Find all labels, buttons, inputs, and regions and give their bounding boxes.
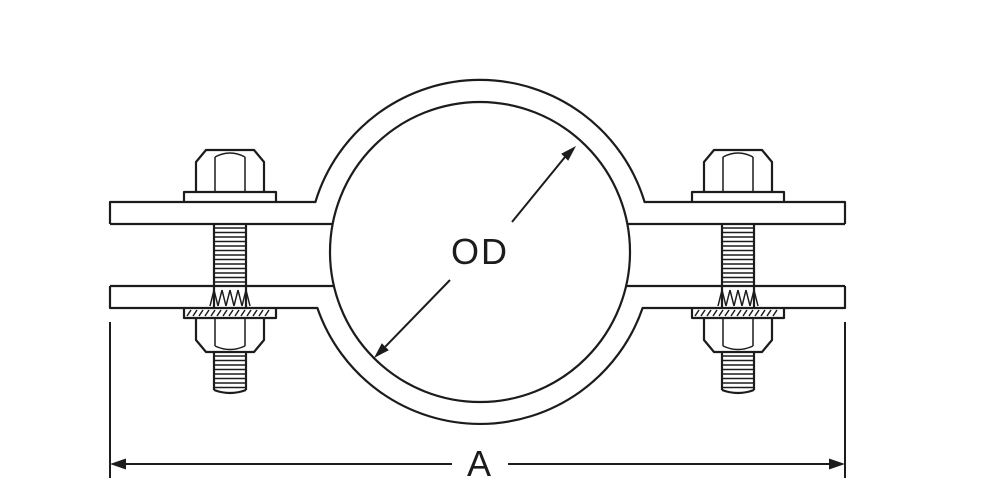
dimension-a: A [109, 322, 846, 484]
top-strap [108, 78, 847, 226]
od-arrow-lower-head-icon [374, 343, 389, 358]
top-strap-outline [108, 78, 847, 226]
left-bolt-shank [209, 224, 251, 308]
left-nut-hex [194, 318, 266, 354]
right-stud-thread-hatch [723, 355, 753, 389]
dimension-arrow-left-icon [110, 458, 126, 470]
left-nut-flange-serration [186, 309, 270, 317]
right-nut-flange [690, 308, 786, 320]
bottom-strap [108, 284, 847, 425]
right-bolt-head [690, 148, 786, 202]
left-bolt-hex-head [194, 148, 266, 192]
right-bolt-serration [717, 289, 759, 307]
left-bolt-shank-edges [212, 224, 248, 308]
bottom-strap-outline [108, 284, 847, 425]
right-stud-end [721, 388, 755, 395]
left-bolt-hex-facets [214, 152, 246, 192]
left-stud-edges [212, 352, 248, 390]
od-arrow-upper-line [511, 156, 566, 223]
left-nut-flange [182, 308, 278, 320]
pipe-od-outline [328, 100, 632, 404]
left-bolt-head [182, 148, 278, 202]
right-nut-hex [702, 318, 774, 354]
right-stud-edges [720, 352, 756, 390]
left-stud-end [213, 388, 247, 395]
right-bolt-shank [717, 224, 759, 308]
right-nut-hex-facets [722, 318, 754, 351]
right-bolt-nut [690, 308, 786, 395]
left-bolt-thread-hatch [215, 227, 245, 283]
right-nut-flange-serration [694, 309, 778, 317]
od-label: OD [451, 231, 509, 272]
od-arrow-lower-line [384, 279, 451, 348]
od-arrow-upper-head-icon [561, 146, 576, 161]
left-bolt-serration [209, 289, 251, 307]
right-bolt-hex-head [702, 148, 774, 192]
left-nut-hex-facets [214, 318, 246, 351]
left-bolt-head-flange [182, 190, 278, 202]
od-annotation: OD [374, 146, 576, 358]
left-bolt-nut [182, 308, 278, 395]
pipe-circle [328, 100, 632, 404]
right-bolt-head-flange [690, 190, 786, 202]
left-stud-thread-hatch [215, 355, 245, 389]
right-bolt-shank-edges [720, 224, 756, 308]
a-label: A [467, 443, 493, 484]
right-bolt-hex-facets [722, 152, 754, 192]
right-bolt-thread-hatch [723, 227, 753, 283]
dimension-arrow-right-icon [829, 458, 845, 470]
